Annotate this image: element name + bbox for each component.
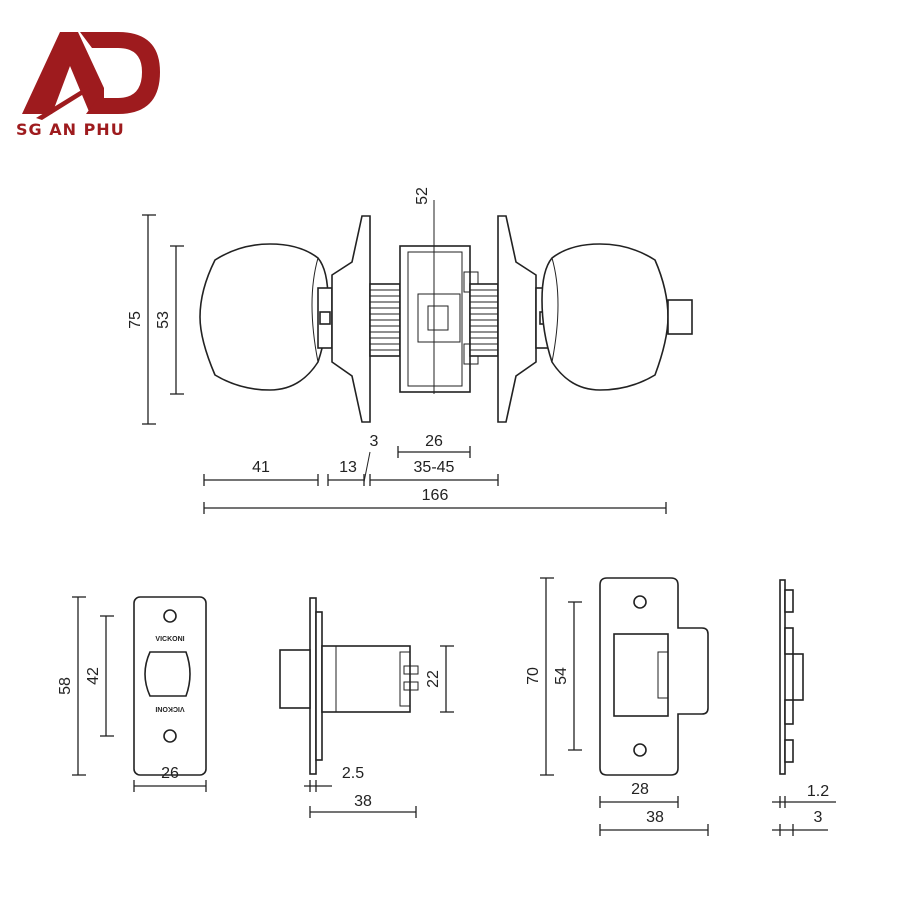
dim-bolt-height: 22 <box>425 670 442 688</box>
dim-latch-width: 26 <box>425 433 443 450</box>
dim-rose-gap: 3 <box>370 433 379 450</box>
latch-faceplate-dimensions: 58 42 26 <box>57 596 207 792</box>
knob-lock-dimensions: 75 53 52 26 3 41 13 35-45 166 <box>127 187 667 514</box>
latch-side-dimensions: 22 2.5 38 <box>304 645 454 818</box>
dim-faceplate-hole-spacing: 42 <box>85 667 102 685</box>
dim-faceplate-width: 26 <box>161 765 179 782</box>
dim-rose-depth: 13 <box>339 459 357 476</box>
dim-strike-lip-depth: 3 <box>814 809 823 826</box>
dim-knob-height: 53 <box>155 311 172 329</box>
strike-side-drawing <box>779 579 804 775</box>
dim-overall-length: 166 <box>422 487 449 504</box>
knob-lock-drawing <box>199 200 693 423</box>
dim-strike-inner-width: 28 <box>631 781 649 798</box>
latch-faceplate-drawing: VICKONI VICKONI <box>133 596 207 776</box>
brand-mark-bottom: VICKONI <box>155 705 184 712</box>
strike-side-dimensions: 1.2 3 <box>772 783 836 836</box>
dim-strike-width: 38 <box>646 809 664 826</box>
latch-side-drawing <box>279 597 419 775</box>
dim-backset-depth: 52 <box>414 187 431 205</box>
dim-strike-thickness: 1.2 <box>807 783 829 800</box>
dim-knob-width: 41 <box>252 459 270 476</box>
logo-mark-icon <box>22 32 160 120</box>
dim-latch-length: 38 <box>354 793 372 810</box>
dim-strike-height: 70 <box>525 667 542 685</box>
brand-mark-top: VICKONI <box>155 636 184 643</box>
dim-strike-hole-spacing: 54 <box>553 667 570 685</box>
logo-text: SG AN PHU <box>16 120 125 139</box>
dim-overall-height: 75 <box>127 311 144 329</box>
dim-plate-thickness: 2.5 <box>342 765 364 782</box>
dim-faceplate-height: 58 <box>57 677 74 695</box>
dim-door-thickness: 35-45 <box>414 459 455 476</box>
strike-plate-dimensions: 70 54 28 38 <box>525 577 709 836</box>
brand-logo: SG AN PHU <box>10 20 170 150</box>
strike-plate-drawing <box>599 577 709 776</box>
